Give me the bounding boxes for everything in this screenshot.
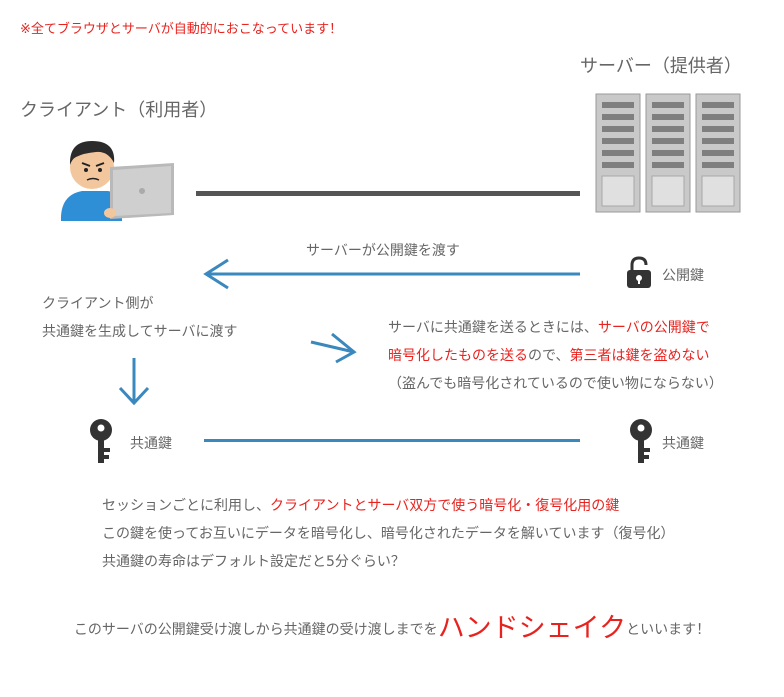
common-key-label-server: 共通鍵 [662, 436, 704, 452]
desc-line1: セッションごとに利用し、クライアントとサーバ双方で使う暗号化・復号化用の鍵 [102, 492, 619, 520]
explanation-line2: 暗号化したものを送るので、第三者は鍵を盗めない [388, 342, 709, 370]
client-action-line2: 共通鍵を生成してサーバに渡す [42, 324, 238, 340]
common-key-label-client: 共通鍵 [130, 436, 172, 452]
arrow-server-to-client [203, 258, 580, 290]
top-note: ※全てブラウザとサーバが自動的におこなっています！ [20, 22, 343, 37]
footer-text: このサーバの公開鍵受け渡しから共通鍵の受け渡しまでをハンドシェイクといいます！ [0, 606, 784, 645]
arrow-down [118, 358, 150, 406]
explanation-line1-b: サーバの公開鍵で [597, 320, 710, 336]
public-key-label: 公開鍵 [662, 268, 704, 284]
explanation-line3: （盗んでも暗号化されているので使い物にならない） [388, 376, 723, 392]
client-label: クライアント（利用者） [20, 100, 218, 121]
footer-handshake: ハンドシェイク [437, 613, 627, 644]
explanation-line2-a: 暗号化したものを送る [388, 348, 528, 364]
arrow-to-explanation [310, 332, 357, 364]
desc-line2: この鍵を使ってお互いにデータを暗号化し、暗号化されたデータを解いています（復号化… [102, 526, 675, 542]
common-key-line [204, 439, 580, 442]
key-icon-server [630, 419, 652, 463]
footer-c: といいます！ [626, 622, 711, 638]
desc-line3: 共通鍵の寿命はデフォルト設定だと5分ぐらい？ [102, 554, 405, 570]
explanation-line2-b: ので、 [528, 348, 570, 364]
explanation-line2-c: 第三者は鍵を盗めない [569, 348, 710, 364]
public-key-transfer-label: サーバーが公開鍵を渡す [306, 243, 460, 259]
desc-line1-b: クライアントとサーバ双方で使う暗号化・復号化用の鍵 [270, 498, 620, 514]
padlock-open-icon [627, 256, 651, 288]
explanation-line1-a: サーバに共通鍵を送るときには、 [388, 320, 598, 336]
client-action-line1: クライアント側が [42, 296, 154, 312]
footer-a: このサーバの公開鍵受け渡しから共通鍵の受け渡しまでを [73, 622, 438, 638]
client-user-icon [60, 141, 174, 221]
server-rack-icon [595, 93, 741, 213]
connection-line [196, 191, 580, 196]
server-label: サーバー（提供者） [580, 56, 742, 77]
desc-line1-a: セッションごとに利用し、 [102, 498, 270, 514]
explanation-line1: サーバに共通鍵を送るときには、サーバの公開鍵で [388, 314, 710, 342]
key-icon-client [90, 419, 112, 463]
